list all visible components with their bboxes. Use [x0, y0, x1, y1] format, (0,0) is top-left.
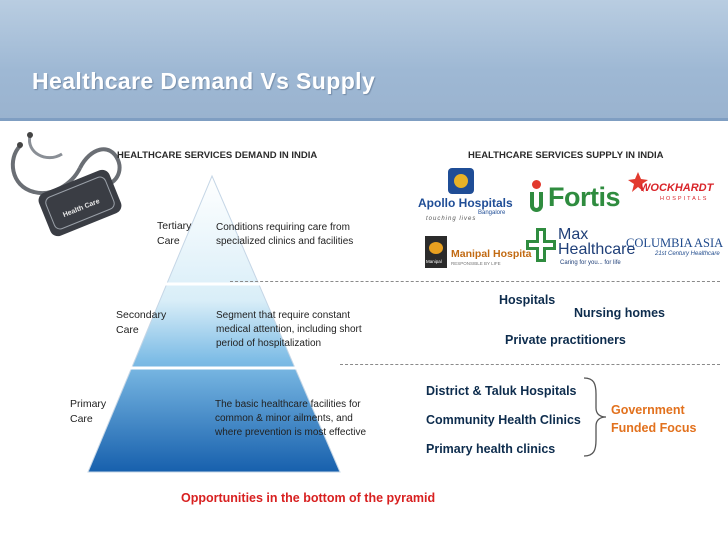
government-funded-focus-label: Government Funded Focus: [611, 403, 697, 435]
private-practitioners-text: Private practitioners: [505, 333, 626, 347]
government-brace: [583, 377, 607, 457]
supply-heading: HEALTHCARE SERVICES SUPPLY IN INDIA: [468, 150, 664, 161]
tertiary-separator: [230, 281, 720, 282]
wockhardt-logo: WOCKHARDT HOSPITALS: [628, 172, 724, 212]
title-bar-divider: [0, 118, 728, 121]
opportunities-text: Opportunities in the bottom of the pyram…: [181, 491, 436, 505]
max-healthcare-logo: Max Healthcare Caring for you... for lif…: [526, 226, 635, 270]
fortis-logo: Fortis: [528, 178, 621, 218]
manipal-hospital-logo: Manipal Manipal Hospita RESPONSIBLE BY L…: [425, 236, 532, 272]
secondary-separator: [340, 364, 720, 365]
community-health-clinics-text: Community Health Clinics: [426, 413, 581, 427]
district-taluk-hospitals-text: District & Taluk Hospitals: [426, 384, 577, 398]
columbia-asia-logo: COLUMBIA ASIA 21st Century Healthcare: [626, 236, 724, 257]
stethoscope-icon: [10, 132, 122, 237]
demand-pyramid: [87, 174, 341, 473]
demand-heading: HEALTHCARE SERVICES DEMAND IN INDIA: [117, 150, 318, 161]
apollo-hospitals-logo: Apollo Hospitals Bangalore touching live…: [418, 168, 518, 226]
title-bar: [0, 0, 728, 118]
primary-health-clinics-text: Primary health clinics: [426, 442, 556, 456]
hospitals-text: Hospitals: [499, 293, 556, 307]
nursing-homes-text: Nursing homes: [574, 306, 665, 320]
page-title: Healthcare Demand Vs Supply: [32, 68, 376, 94]
pyramid-body: [87, 174, 341, 473]
